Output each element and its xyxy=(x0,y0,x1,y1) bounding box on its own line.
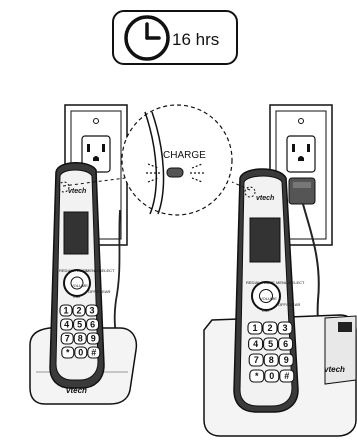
right-base-brand: vtech xyxy=(324,365,345,374)
right-handset-brand: vtech xyxy=(256,195,274,202)
right-key-label: 6 xyxy=(283,339,288,349)
left-key-label: 9 xyxy=(91,334,96,344)
left-side-key-cid: CID xyxy=(73,294,80,299)
right-key-label: 8 xyxy=(269,355,274,365)
clock-icon xyxy=(126,17,168,59)
right-side-key-redial: REDIAL/PAUSE xyxy=(246,280,275,285)
left-key-label: 3 xyxy=(89,306,94,316)
left-key-label: 0 xyxy=(78,348,83,358)
timer-label: 16 hrs xyxy=(172,30,219,49)
right-key-label: * xyxy=(255,371,259,381)
right-key-label: 0 xyxy=(269,371,274,381)
left-key-label: 1 xyxy=(63,306,68,316)
right-side-key-cid: CID xyxy=(262,308,269,313)
left-key-label: 6 xyxy=(90,320,95,330)
right-key-label: 3 xyxy=(282,323,287,333)
left-key-label: 7 xyxy=(65,334,70,344)
charge-label: CHARGE xyxy=(163,150,206,161)
right-key-label: 7 xyxy=(254,355,259,365)
left-key-label: 2 xyxy=(76,306,81,316)
right-key-label: 4 xyxy=(253,339,258,349)
left-key-label: 4 xyxy=(64,320,69,330)
right-key-label: 5 xyxy=(268,339,273,349)
right-key-label: 9 xyxy=(284,355,289,365)
right-key-label: 2 xyxy=(267,323,272,333)
left-display xyxy=(64,212,88,254)
left-key-label: * xyxy=(66,348,70,358)
right-display xyxy=(250,218,280,262)
left-side-key-volume: VOLUME xyxy=(71,283,88,288)
left-key-label: # xyxy=(91,348,96,358)
left-side-key-redial: REDIAL/PAUSE xyxy=(59,268,88,273)
right-side-key-off: OFF/CLEAR xyxy=(278,302,301,307)
right-key-label: 1 xyxy=(252,323,257,333)
left-side-key-menu: MENU/SELECT xyxy=(86,268,115,273)
left-key-label: 8 xyxy=(78,334,83,344)
right-side-key-volume: VOLUME xyxy=(260,296,277,301)
left-key-label: 5 xyxy=(77,320,82,330)
left-side-key-off: OFF/CLEAR xyxy=(88,289,111,294)
timer-box: 16 hrs xyxy=(113,11,237,64)
left-handset-brand: vtech xyxy=(68,188,86,195)
right-side-key-menu: MENU/SELECT xyxy=(276,280,305,285)
right-key-label: # xyxy=(284,371,289,381)
